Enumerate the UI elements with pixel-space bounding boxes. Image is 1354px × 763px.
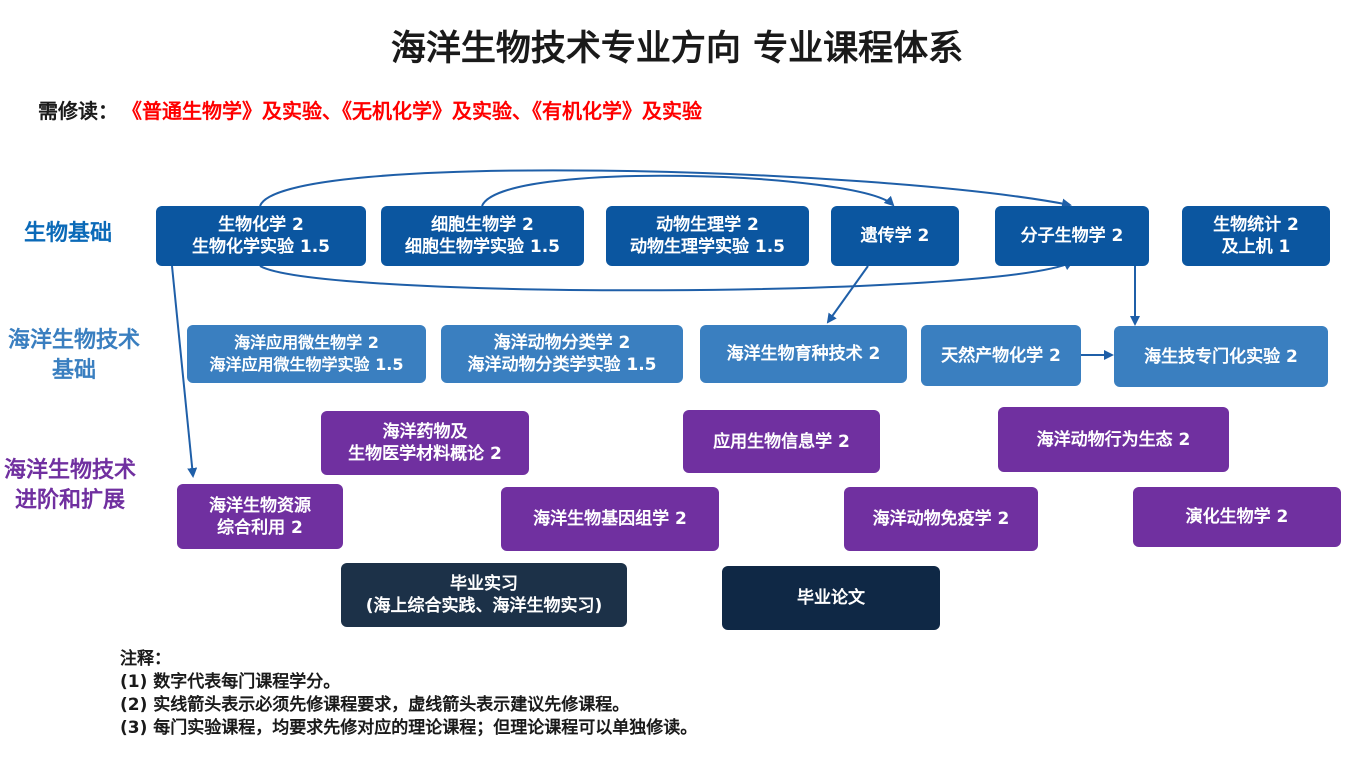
arrow-biochem-to-resources bbox=[171, 265, 198, 478]
course-genetics[interactable]: 遗传学 2 bbox=[831, 206, 959, 266]
course-line: 遗传学 2 bbox=[860, 226, 930, 246]
course-line: 海洋动物免疫学 2 bbox=[872, 509, 1010, 529]
course-line: 海洋动物分类学实验 1.5 bbox=[467, 355, 657, 375]
course-marine-breeding[interactable]: 海洋生物育种技术 2 bbox=[700, 325, 907, 383]
course-line: 海洋生物育种技术 2 bbox=[726, 344, 881, 364]
arrow-genetics-to-breeding bbox=[826, 265, 869, 324]
course-line: 海洋应用微生物学实验 1.5 bbox=[209, 355, 404, 374]
course-line: 细胞生物学实验 1.5 bbox=[404, 237, 561, 257]
course-natural-products[interactable]: 天然产物化学 2 bbox=[921, 325, 1081, 386]
course-line: 海生技专门化实验 2 bbox=[1144, 346, 1298, 367]
course-line: (海上综合实践、海洋生物实习) bbox=[365, 596, 603, 616]
course-line: 及上机 1 bbox=[1221, 237, 1291, 257]
course-line: 天然产物化学 2 bbox=[941, 345, 1061, 366]
course-line: 应用生物信息学 2 bbox=[713, 431, 850, 452]
course-internship[interactable]: 毕业实习 (海上综合实践、海洋生物实习) bbox=[341, 563, 627, 627]
course-line: 海洋药物及 bbox=[382, 422, 468, 442]
page-title: 海洋生物技术专业方向 专业课程体系 bbox=[390, 29, 964, 69]
notes: 注释： (1) 数字代表每门课程学分。 (2) 实线箭头表示必须先修课程要求，虚… bbox=[120, 648, 697, 740]
course-evolutionary-biology[interactable]: 演化生物学 2 bbox=[1133, 487, 1341, 547]
course-line: 海洋应用微生物学 2 bbox=[234, 333, 379, 352]
prerequisite-label: 需修读： bbox=[38, 99, 118, 123]
course-line: 综合利用 2 bbox=[217, 517, 303, 538]
course-line: 海洋动物分类学 2 bbox=[493, 333, 631, 353]
row-label-text: 海洋生物技术 bbox=[4, 458, 137, 483]
notes-heading: 注释： bbox=[120, 649, 171, 669]
course-line: 生物统计 2 bbox=[1213, 215, 1299, 235]
course-behavior-ecology[interactable]: 海洋动物行为生态 2 bbox=[998, 407, 1229, 472]
notes-line: (3) 每门实验课程，均要求先修对应的理论课程；但理论课程可以单独修读。 bbox=[120, 718, 698, 738]
row-label-text: 进阶和扩展 bbox=[15, 488, 126, 513]
course-line: 动物生理学实验 1.5 bbox=[629, 237, 786, 257]
course-line: 海洋生物基因组学 2 bbox=[533, 509, 687, 529]
course-line: 生物医学材料概论 2 bbox=[348, 444, 502, 464]
prerequisite-courses: 《普通生物学》及实验、《无机化学》及实验、《有机化学》及实验 bbox=[132, 99, 702, 123]
course-thesis[interactable]: 毕业论文 bbox=[722, 566, 940, 630]
course-biochemistry[interactable]: 生物化学 2 生物化学实验 1.5 bbox=[156, 206, 366, 266]
row-label-biology-foundation: 生物基础 bbox=[24, 219, 112, 249]
notes-line: (1) 数字代表每门课程学分。 bbox=[120, 672, 341, 692]
course-bioinformatics[interactable]: 应用生物信息学 2 bbox=[683, 410, 880, 473]
course-marine-animal-taxonomy[interactable]: 海洋动物分类学 2 海洋动物分类学实验 1.5 bbox=[441, 325, 683, 383]
course-line: 动物生理学 2 bbox=[656, 215, 759, 235]
course-line: 海洋生物资源 bbox=[209, 495, 311, 516]
arrow-biochem-to-molbio-bottom bbox=[259, 261, 1074, 292]
course-line: 毕业论文 bbox=[797, 588, 865, 608]
notes-line: (2) 实线箭头表示必须先修课程要求，虚线箭头表示建议先修课程。 bbox=[120, 695, 630, 715]
course-marine-resources[interactable]: 海洋生物资源 综合利用 2 bbox=[177, 484, 343, 549]
course-line: 生物化学实验 1.5 bbox=[191, 237, 331, 257]
arrow-cellbio-to-genetics bbox=[481, 174, 895, 207]
arrow-biochem-to-molbio-top bbox=[259, 169, 1072, 209]
course-line: 生物化学 2 bbox=[218, 215, 304, 235]
course-cell-biology[interactable]: 细胞生物学 2 细胞生物学实验 1.5 bbox=[381, 206, 584, 266]
row-label-advanced: 海洋生物技术 进阶和扩展 bbox=[4, 456, 136, 516]
course-line: 演化生物学 2 bbox=[1185, 507, 1289, 527]
course-line: 细胞生物学 2 bbox=[431, 215, 534, 235]
course-biostatistics[interactable]: 生物统计 2 及上机 1 bbox=[1182, 206, 1330, 266]
course-marine-immunology[interactable]: 海洋动物免疫学 2 bbox=[844, 487, 1038, 551]
course-marine-drugs[interactable]: 海洋药物及 生物医学材料概论 2 bbox=[321, 411, 529, 475]
course-molecular-biology[interactable]: 分子生物学 2 bbox=[995, 206, 1149, 266]
course-line: 毕业实习 bbox=[450, 574, 518, 594]
row-label-text: 生物基础 bbox=[24, 221, 113, 246]
row-label-text: 基础 bbox=[52, 358, 97, 383]
course-specialized-lab[interactable]: 海生技专门化实验 2 bbox=[1114, 326, 1328, 387]
row-label-marine-foundation: 海洋生物技术 基础 bbox=[8, 326, 140, 386]
course-animal-physiology[interactable]: 动物生理学 2 动物生理学实验 1.5 bbox=[606, 206, 809, 266]
course-marine-microbiology[interactable]: 海洋应用微生物学 2 海洋应用微生物学实验 1.5 bbox=[187, 325, 426, 383]
course-line: 分子生物学 2 bbox=[1020, 226, 1124, 246]
course-line: 海洋动物行为生态 2 bbox=[1036, 429, 1191, 450]
prerequisite-line: 需修读： 《普通生物学》及实验、《无机化学》及实验、《有机化学》及实验 bbox=[38, 95, 702, 124]
row-label-text: 海洋生物技术 bbox=[8, 328, 141, 353]
course-marine-genomics[interactable]: 海洋生物基因组学 2 bbox=[501, 487, 719, 551]
